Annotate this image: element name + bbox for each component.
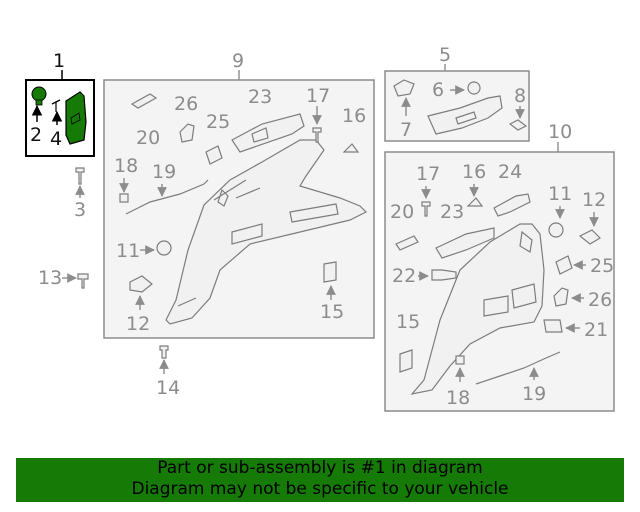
part-17-screw[interactable]: 17 [306, 85, 330, 143]
part-20-hook[interactable]: 20 [130, 93, 160, 149]
part-9-quarter-panel[interactable] [165, 139, 368, 325]
part-22-pin[interactable]: 22 [392, 265, 457, 287]
part-5-trim[interactable] [427, 95, 503, 135]
callout-17a[interactable]: 17 [306, 85, 330, 107]
callout-19b[interactable]: 19 [522, 383, 546, 405]
callout-16b[interactable]: 16 [462, 161, 486, 183]
callout-20a[interactable]: 20 [136, 127, 160, 149]
callout-7[interactable]: 7 [400, 119, 412, 141]
part-12-cap-right[interactable]: 12 [578, 189, 606, 245]
callout-17b[interactable]: 17 [416, 163, 440, 185]
part-25-bezel-right[interactable]: 25 [555, 255, 614, 277]
callout-1[interactable]: 1 [53, 50, 65, 72]
callout-15b[interactable]: 15 [396, 311, 420, 333]
callout-25b[interactable]: 25 [590, 255, 614, 277]
part-11-retainer[interactable]: 11 [116, 240, 172, 262]
callout-18b[interactable]: 18 [446, 387, 470, 409]
part-6-clip[interactable]: 6 [432, 79, 481, 101]
part-14-fastener[interactable]: 14 [156, 345, 180, 399]
callout-4[interactable]: 4 [50, 128, 62, 150]
callout-14[interactable]: 14 [156, 377, 180, 399]
part-24-cover[interactable]: 24 [493, 161, 531, 217]
callout-9[interactable]: 9 [232, 50, 244, 72]
part-18-clip-right[interactable]: 18 [446, 355, 470, 409]
part-7-clip[interactable]: 7 [393, 79, 415, 141]
callout-20b[interactable]: 20 [390, 201, 414, 223]
part-17-screw-right[interactable]: 17 [416, 163, 440, 217]
callout-3[interactable]: 3 [74, 199, 86, 221]
callout-25a[interactable]: 25 [206, 111, 230, 133]
callout-23a[interactable]: 23 [248, 86, 272, 108]
part-15-bezel-right[interactable]: 15 [396, 311, 420, 373]
part-19-cable[interactable]: 19 [125, 161, 209, 215]
callout-24[interactable]: 24 [498, 161, 522, 183]
callout-16a[interactable]: 16 [342, 105, 366, 127]
part-20-hook-right[interactable]: 20 [390, 201, 419, 251]
part-13-fastener[interactable]: 13 [38, 267, 89, 289]
part-25-bezel[interactable]: 25 [205, 111, 230, 165]
callout-23b[interactable]: 23 [440, 201, 464, 223]
part-19-cable-right[interactable]: 19 [475, 351, 561, 405]
callout-11a[interactable]: 11 [116, 240, 140, 262]
part-23-cover[interactable]: 23 [231, 86, 305, 153]
callout-6[interactable]: 6 [432, 79, 444, 101]
info-banner: Part or sub-assembly is #1 in diagram Di… [16, 458, 624, 502]
part-16-clip-right[interactable]: 16 [462, 161, 486, 207]
callout-18a[interactable]: 18 [114, 155, 138, 177]
callout-13[interactable]: 13 [38, 267, 62, 289]
callout-5[interactable]: 5 [439, 44, 451, 66]
assembly-1-group[interactable]: 1 2 4 [25, 50, 95, 157]
part-21-clip[interactable]: 21 [543, 319, 608, 341]
callout-8[interactable]: 8 [514, 85, 526, 107]
banner-line-1: Part or sub-assembly is #1 in diagram [157, 458, 483, 478]
callout-22[interactable]: 22 [392, 265, 416, 287]
callout-12a[interactable]: 12 [126, 313, 150, 335]
part-8-bolt[interactable]: 8 [508, 85, 528, 131]
callout-10[interactable]: 10 [548, 121, 572, 143]
part-26-bracket-right[interactable]: 26 [553, 287, 612, 311]
callout-21[interactable]: 21 [584, 319, 608, 341]
callout-2[interactable]: 2 [30, 124, 42, 146]
part-3-screw[interactable]: 3 [74, 167, 86, 221]
part-1-panel[interactable] [65, 91, 87, 145]
callout-26a[interactable]: 26 [174, 93, 198, 115]
part-4-screw[interactable] [51, 99, 61, 112]
callout-19a[interactable]: 19 [152, 161, 176, 183]
part-18-clip[interactable]: 18 [114, 155, 138, 203]
callout-26b[interactable]: 26 [588, 289, 612, 311]
callout-11b[interactable]: 11 [548, 183, 572, 205]
part-16-clip[interactable]: 16 [342, 105, 366, 153]
banner-line-2: Diagram may not be specific to your vehi… [131, 479, 509, 499]
part-26-bracket[interactable]: 26 [174, 93, 198, 143]
callout-12b[interactable]: 12 [582, 189, 606, 211]
part-23-cover-right[interactable]: 23 [435, 201, 495, 259]
part-10-quarter-panel[interactable] [410, 223, 545, 395]
part-12-cap[interactable]: 12 [126, 275, 153, 335]
part-15-bezel[interactable]: 15 [320, 261, 344, 323]
part-11-retainer-right[interactable]: 11 [548, 183, 572, 238]
callout-15a[interactable]: 15 [320, 301, 344, 323]
